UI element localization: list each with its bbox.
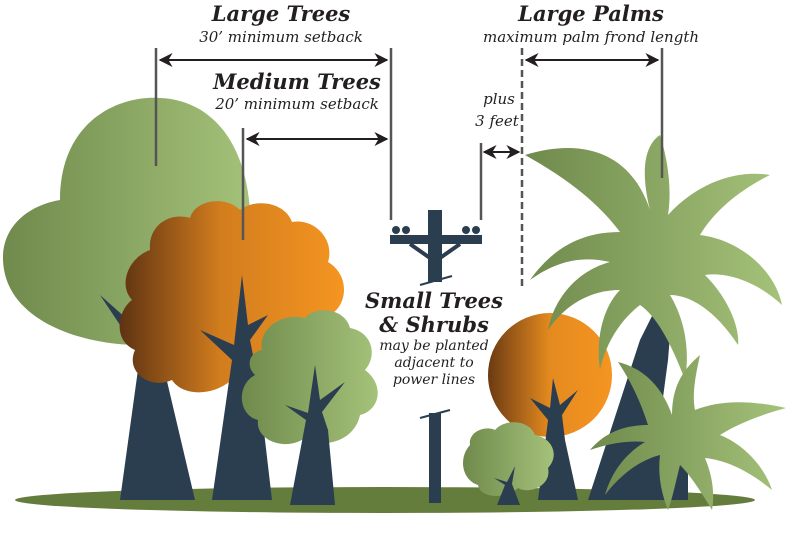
small-palm-fronds	[590, 355, 786, 510]
pole-break-top	[419, 275, 453, 286]
medium-tree-trunk	[200, 275, 272, 500]
pole-crossarm	[390, 235, 482, 244]
large-palms-subtitle: maximum palm frond length	[483, 28, 699, 46]
small-trees-desc-3: power lines	[393, 372, 475, 388]
large-trees-subtitle: 30’ minimum setback	[199, 28, 363, 46]
large-palms-title: Large Palms	[517, 1, 664, 26]
shrub-canopy	[463, 422, 554, 496]
round-orange-tree-canopy	[488, 313, 612, 437]
medium-trees-title: Medium Trees	[212, 69, 381, 94]
small-trees-desc-1: may be planted	[379, 338, 488, 354]
large-palm-fronds	[525, 135, 782, 380]
small-trees-desc-2: adjacent to	[394, 355, 473, 371]
three-feet-label: 3 feet	[475, 112, 520, 130]
small-tree	[241, 310, 378, 505]
small-tree-canopy	[241, 310, 378, 445]
small-tree-trunk	[285, 365, 345, 505]
small-trees-title: Small Trees	[365, 288, 503, 313]
insulator-icon	[392, 226, 400, 234]
small-palm	[590, 355, 786, 510]
shrub-trunk	[494, 466, 520, 505]
power-pole	[390, 210, 482, 503]
shrubs-title: & Shrubs	[379, 312, 489, 337]
shrub	[463, 422, 554, 505]
pole-shaft-top	[428, 210, 442, 282]
dimension-arrows	[158, 53, 660, 159]
plus-label: plus	[483, 90, 515, 108]
insulator-icon	[472, 226, 480, 234]
pole-shaft-bottom	[429, 413, 441, 503]
insulator-icon	[462, 226, 470, 234]
medium-trees-subtitle: 20’ minimum setback	[214, 95, 379, 113]
measurement-lines	[154, 48, 664, 288]
pole-braces	[408, 242, 462, 260]
large-trees-title: Large Trees	[211, 1, 351, 26]
insulator-icon	[402, 226, 410, 234]
